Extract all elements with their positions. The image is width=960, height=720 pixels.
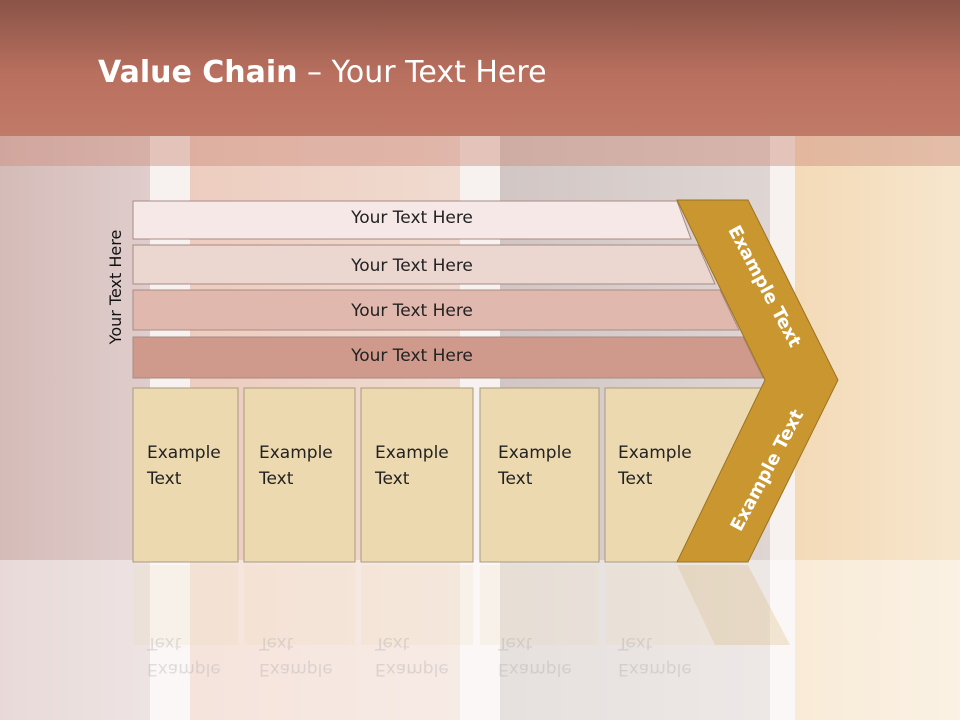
- row-4-bar: [132, 336, 764, 379]
- reflection: [133, 565, 790, 645]
- row-2-bar: [132, 244, 716, 285]
- row-2-label: Your Text Here: [351, 256, 473, 276]
- cell-3: [360, 387, 474, 563]
- row-3-label: Your Text Here: [351, 301, 473, 321]
- title-bar: [0, 0, 960, 136]
- page-title: Value Chain – Your Text Here: [98, 55, 547, 90]
- chevron-arrow: [676, 199, 839, 563]
- cell-2: [243, 387, 356, 563]
- cell-1: [132, 387, 239, 563]
- side-label: Your Text Here: [106, 229, 125, 345]
- row-4-label: Your Text Here: [351, 346, 473, 366]
- cell-4: [479, 387, 600, 563]
- title-band: [0, 136, 960, 166]
- row-1-label: Your Text Here: [351, 208, 473, 228]
- row-1-bar: [132, 200, 692, 240]
- row-3-bar: [132, 289, 740, 331]
